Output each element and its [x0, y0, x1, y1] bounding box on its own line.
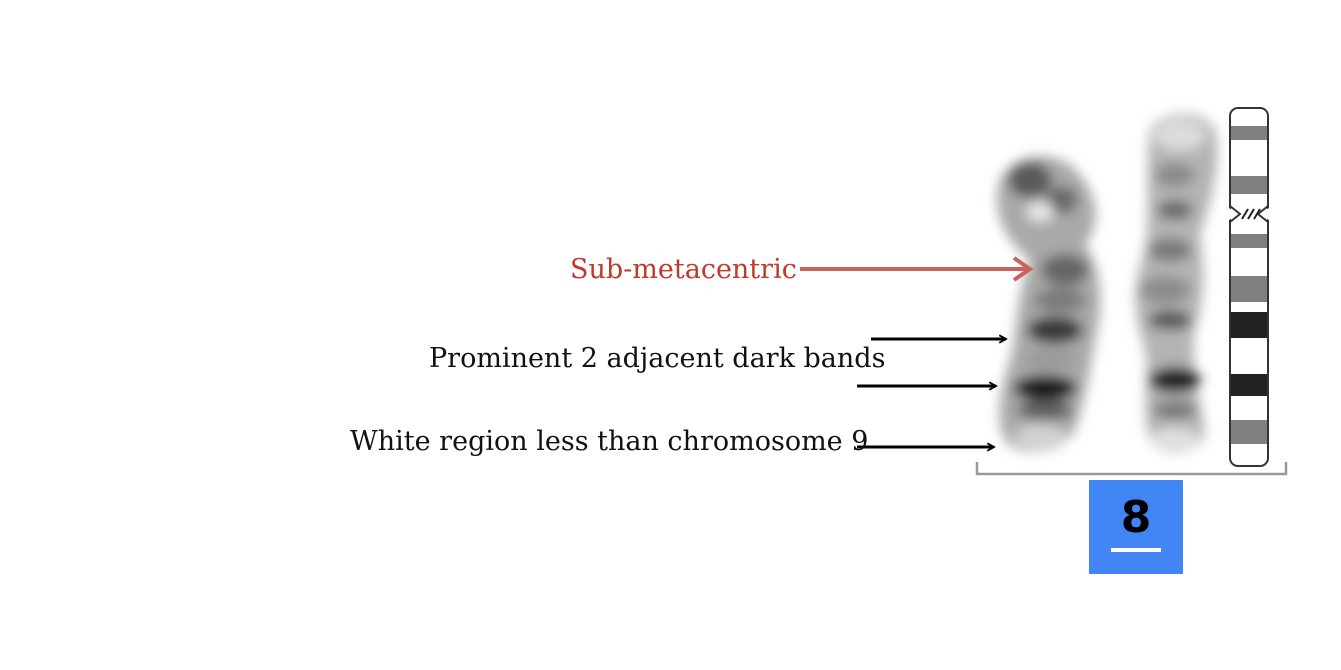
white-region-label: White region less than chromosome 9	[350, 426, 869, 457]
ideogram-band	[1230, 234, 1268, 248]
ideogram-band	[1230, 312, 1268, 338]
sub-metacentric-label: Sub-metacentric	[570, 254, 797, 285]
group-bracket	[975, 462, 1288, 476]
chromosome-number-badge: 8	[1089, 480, 1183, 574]
ideogram-band	[1230, 374, 1268, 396]
chromosome-number: 8	[1120, 492, 1152, 543]
chromosome-right-photo	[1135, 114, 1218, 454]
ideogram-band	[1230, 176, 1268, 194]
badge-underline	[1111, 548, 1161, 552]
ideogram-band	[1230, 276, 1268, 302]
chromosome-ideogram	[1226, 107, 1272, 467]
ideogram-band	[1230, 420, 1268, 444]
arrowhead-icon	[1012, 256, 1034, 282]
chromosome-left-photo	[996, 156, 1101, 453]
prominent-bands-label: Prominent 2 adjacent dark bands	[429, 343, 886, 374]
ideogram-band	[1230, 126, 1268, 140]
